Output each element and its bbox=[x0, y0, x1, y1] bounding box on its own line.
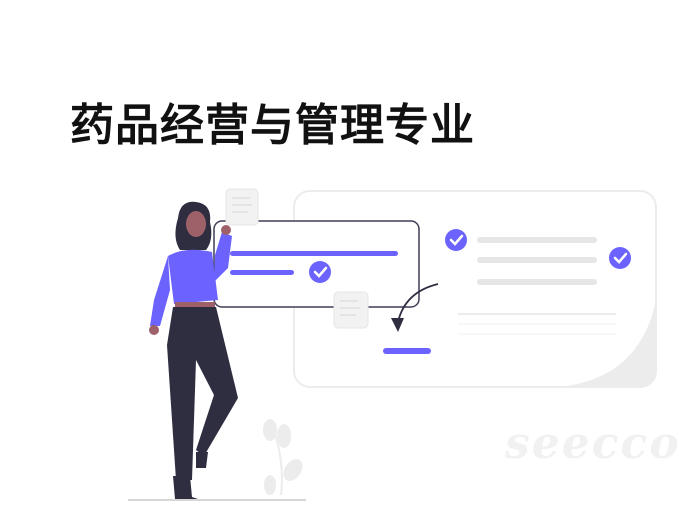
plant-icon bbox=[263, 419, 303, 496]
front-card bbox=[213, 220, 420, 308]
check-circle-icon bbox=[609, 247, 631, 269]
page-title: 药品经营与管理专业 bbox=[70, 100, 475, 151]
woman-figure bbox=[149, 201, 238, 499]
note-icon bbox=[225, 188, 259, 226]
curved-arrow-icon bbox=[391, 283, 439, 332]
check-circle-icon bbox=[445, 229, 467, 251]
check-circle-icon bbox=[309, 261, 331, 283]
watermark-logo: seecco bbox=[505, 418, 681, 469]
note-icon bbox=[333, 291, 369, 329]
